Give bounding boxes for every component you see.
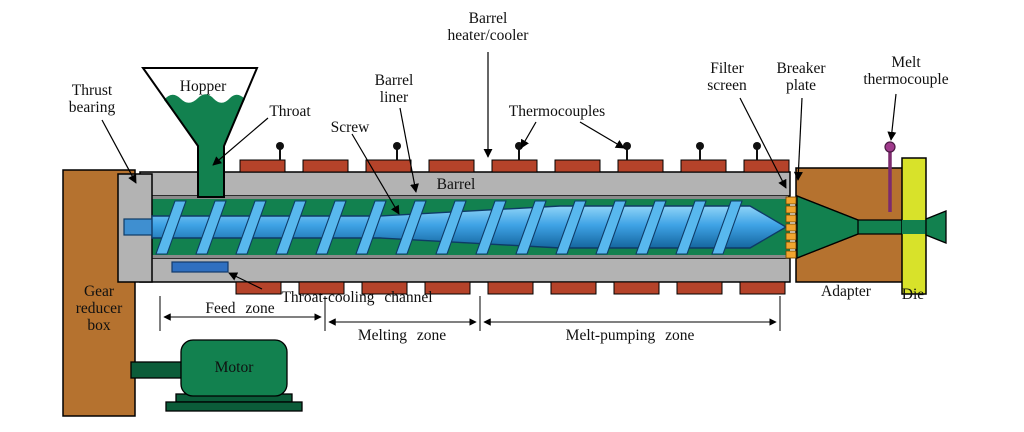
thermocouple-pins bbox=[276, 142, 761, 160]
die-shape bbox=[901, 157, 947, 295]
filter-screen-shape bbox=[785, 196, 797, 259]
zone-dimensions bbox=[159, 296, 781, 331]
leader-arrows bbox=[101, 52, 897, 290]
barrel-heater-blocks-bottom bbox=[235, 281, 786, 295]
melt-thermocouple-shape bbox=[884, 141, 896, 212]
screw-shape bbox=[123, 200, 788, 255]
throat-cooling-channel-shape bbox=[171, 261, 229, 273]
hopper-shape bbox=[141, 67, 259, 198]
barrel-heater-blocks-top bbox=[239, 159, 790, 173]
motor-shape bbox=[130, 339, 303, 412]
